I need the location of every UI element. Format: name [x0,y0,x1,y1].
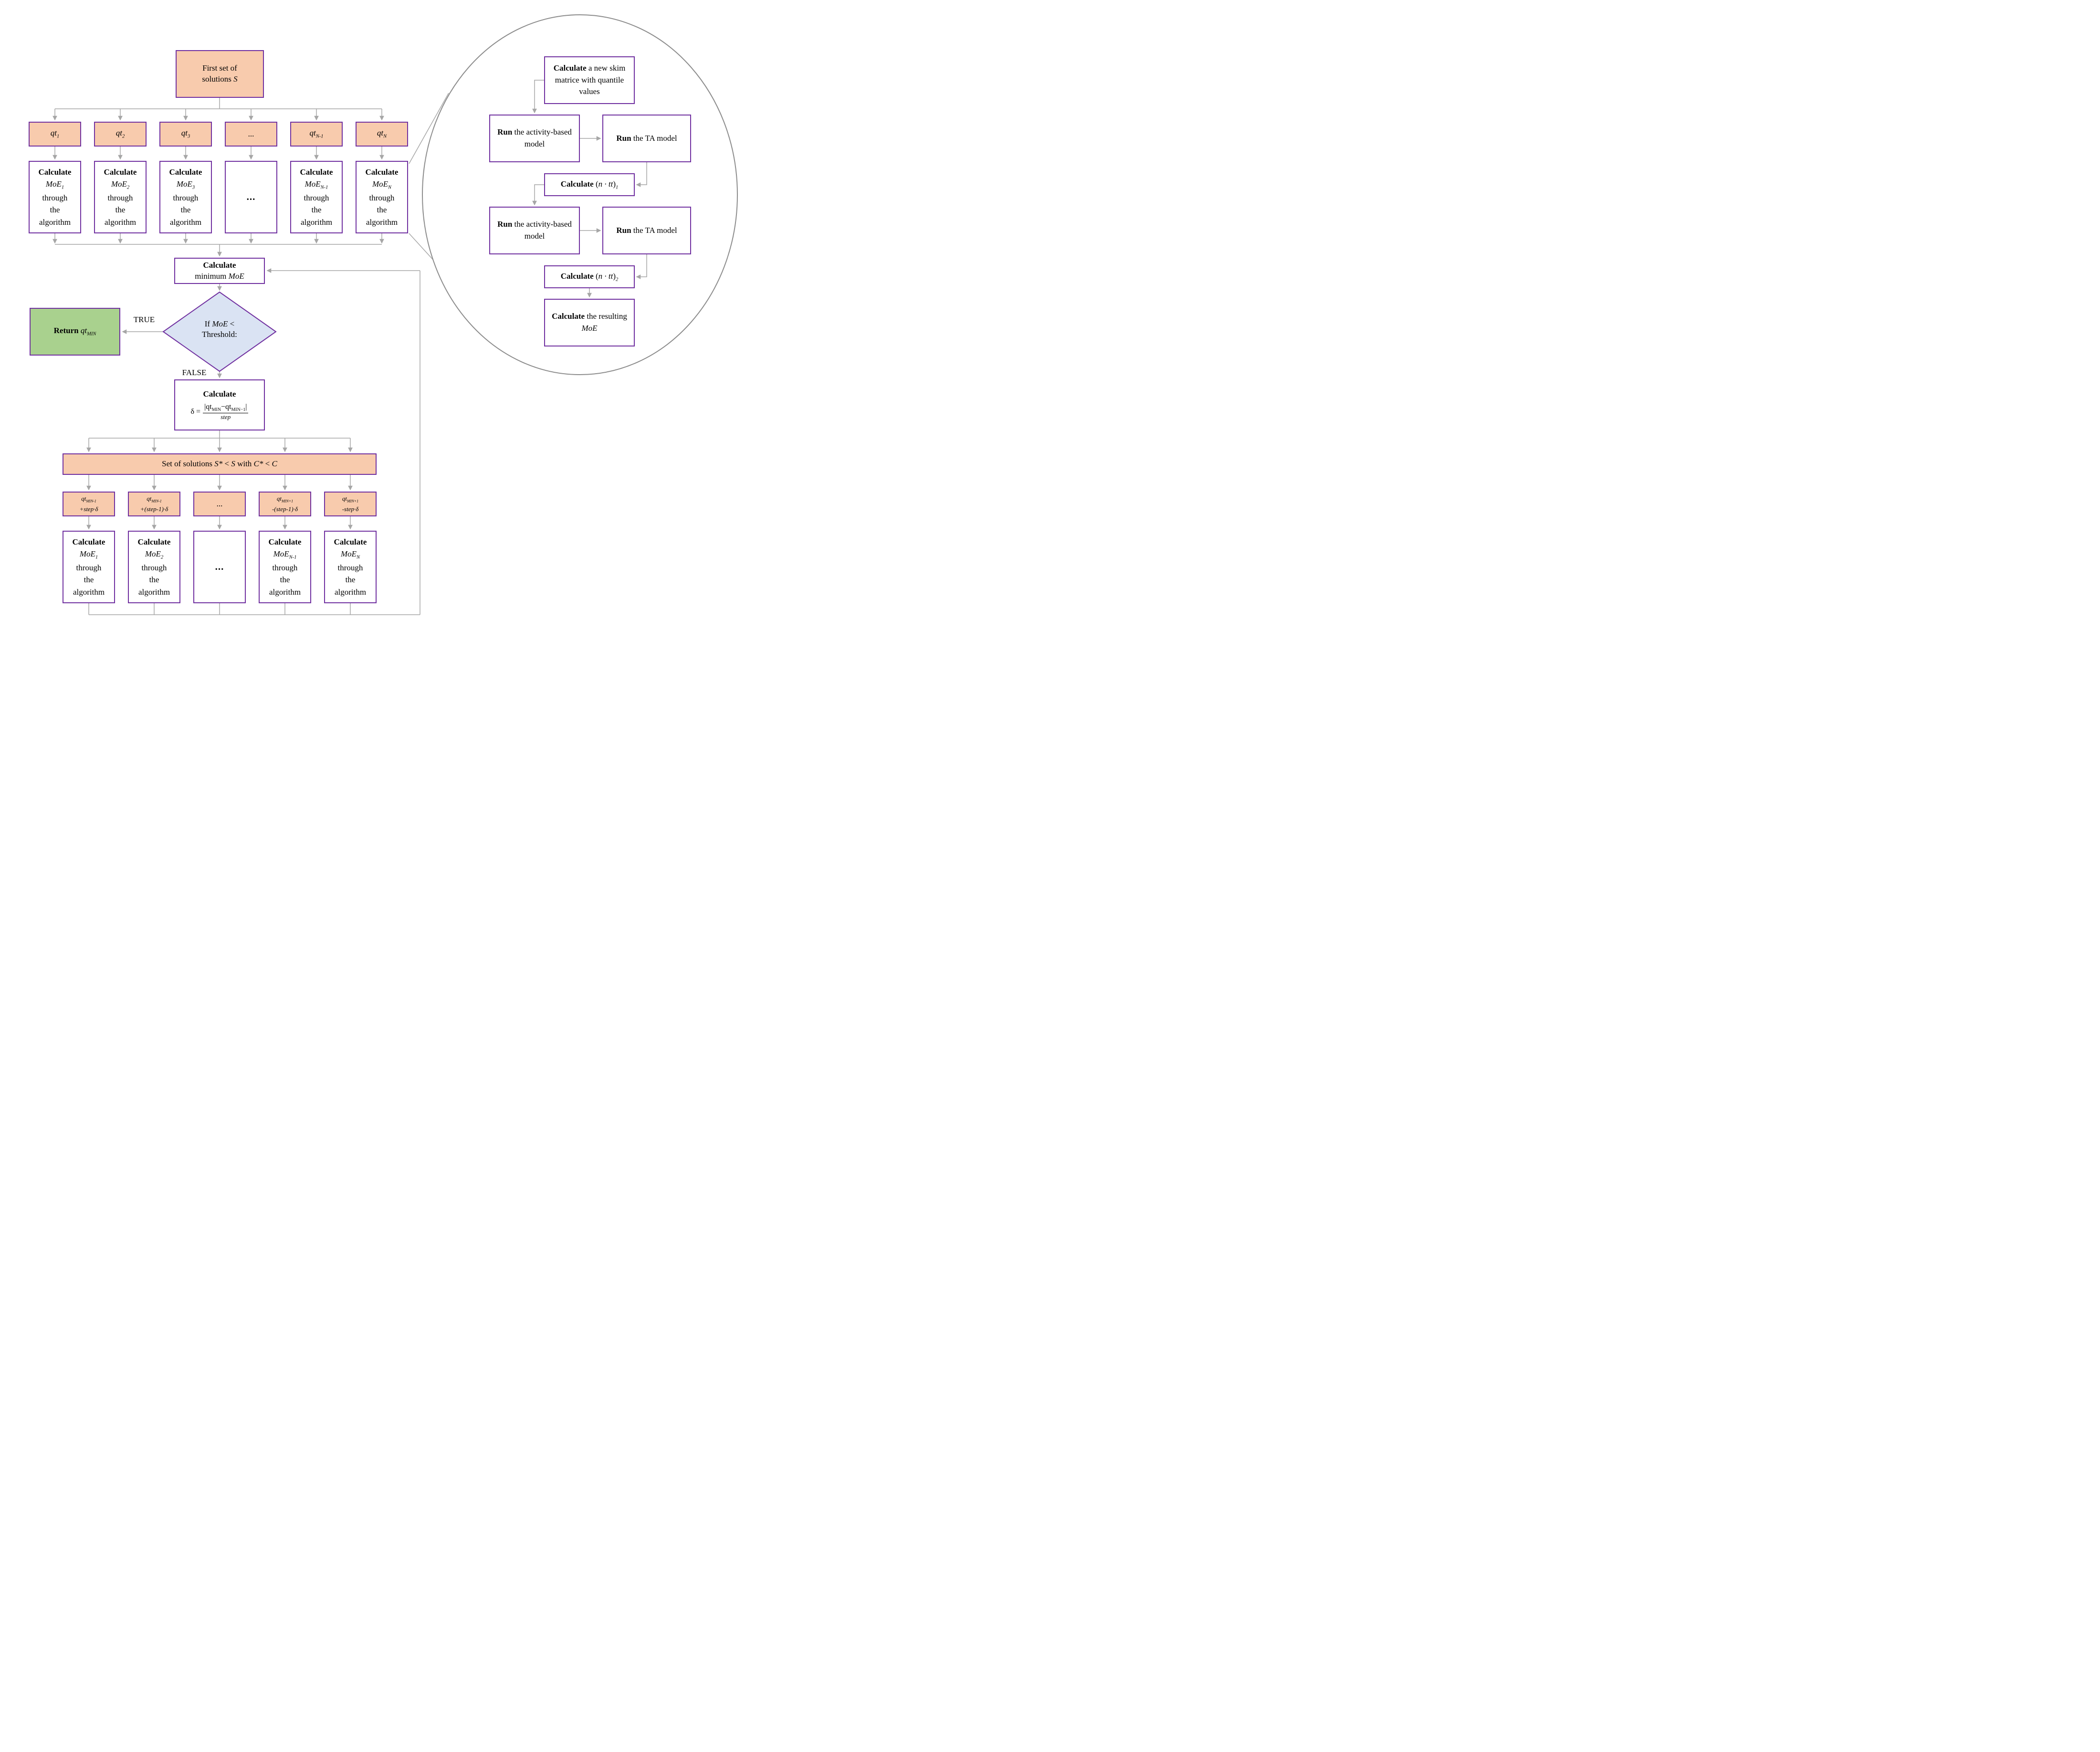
true-label: TRUE [133,315,155,324]
qt-n-box: qtN [356,122,408,147]
calc-n-tt-1-box: Calculate (n · tt)1 [544,173,635,196]
first-set-of-solutions-box: First set of solutions S [176,50,264,98]
run-activity-based-model-1-box: Run the activity-based model [489,115,580,162]
qt-min-1-step-box: qtMIN-1+step·δ [63,492,115,516]
calc-resulting-moe-box: Calculate the resulting MoE [544,299,635,346]
flowchart-canvas: First set of solutions S qt1 qt2 qt3 ...… [0,0,740,620]
qt-2-box: qt2 [94,122,147,147]
calc-skim-matrix-box: Calculate a new skim matrice with quanti… [544,56,635,104]
bottom-calc-moe-ellipsis-box: ... [193,531,246,603]
qt-min-plus1-step-box: qtMIN+1-step·δ [324,492,377,516]
false-label: FALSE [182,368,207,377]
decision-text: If MoE < Threshold: [202,319,237,339]
decision-diamond [162,291,277,372]
qt-3-box: qt3 [159,122,212,147]
magnifier-callout-lines [409,93,449,261]
calc-n-tt-2-box: Calculate (n · tt)2 [544,265,635,288]
qt-min-1-step-1-box: qtMIN-1+(step-1)·δ [128,492,180,516]
first-set-text: First set of solutions S [202,63,238,84]
run-activity-based-model-2-box: Run the activity-based model [489,207,580,254]
delta-formula: δ = |qtMIN−qtMIN−1| step [191,402,249,421]
qt-1-box: qt1 [29,122,81,147]
connectors [52,80,647,615]
qt-n-1-box: qtN-1 [290,122,343,147]
qt-min-plus1-step-1-box: qtMIN+1-(step-1)·δ [259,492,311,516]
qt-bottom-ellipsis-box: ... [193,492,246,516]
run-ta-model-2-box: Run the TA model [602,207,691,254]
qt-ellipsis-box: ... [225,122,277,147]
calc-moe-ellipsis-box: ... [225,161,277,233]
set-of-solutions-box: Set of solutions S* < S with C* < C [63,453,377,475]
return-qt-min-box: Return qtMIN [30,308,120,356]
calc-delta-box: Calculate δ = |qtMIN−qtMIN−1| step [174,379,265,430]
run-ta-model-1-box: Run the TA model [602,115,691,162]
